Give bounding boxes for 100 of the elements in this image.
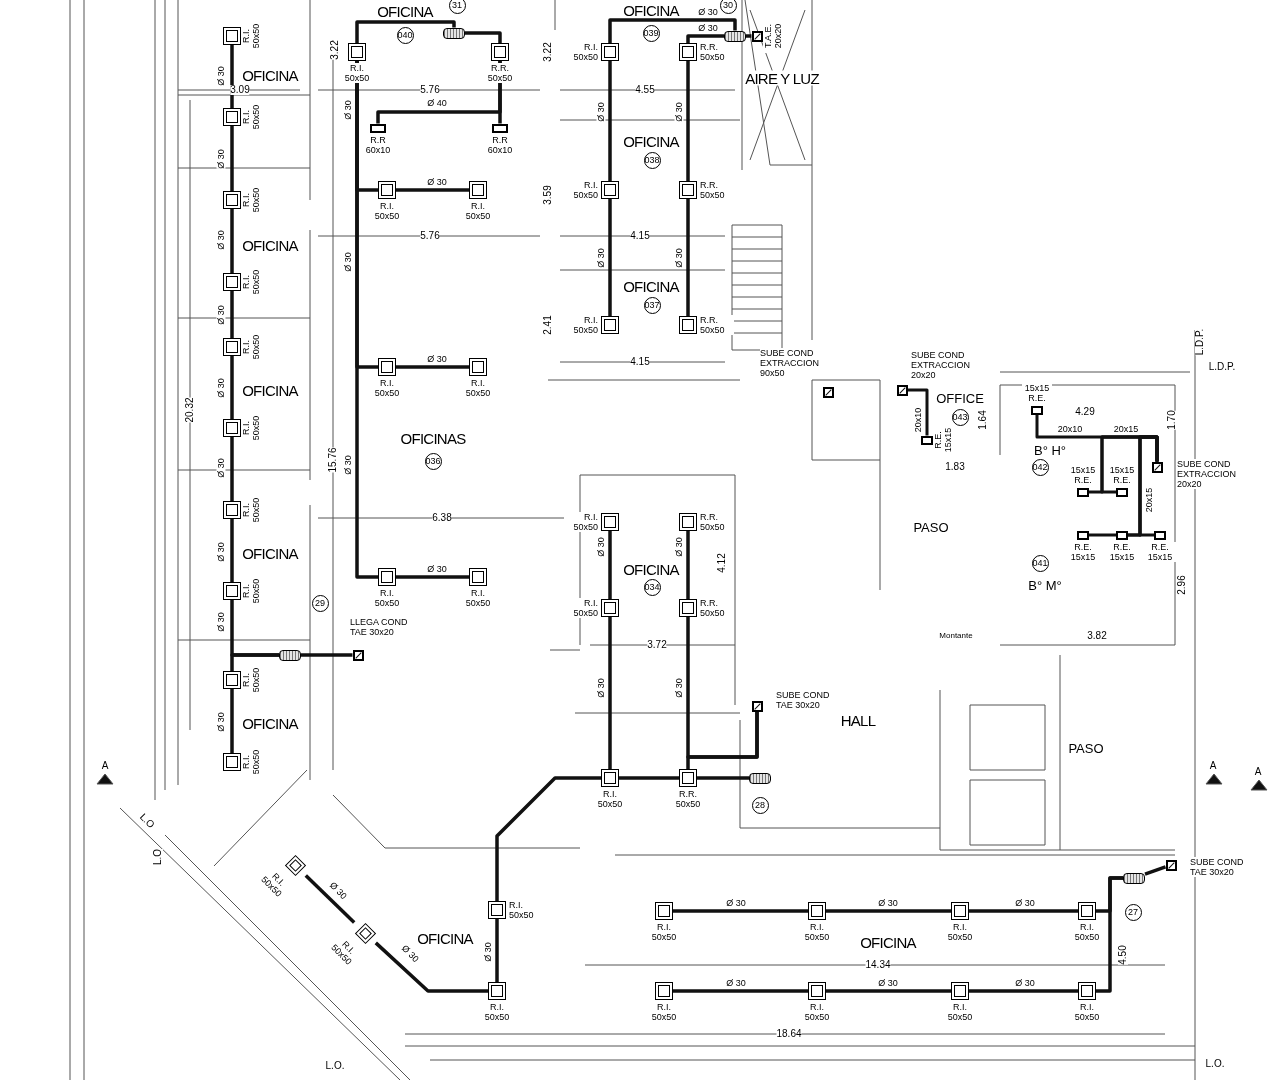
duct-line bbox=[608, 531, 612, 599]
air-grille bbox=[655, 902, 673, 920]
edge-label: Ø 30 bbox=[216, 149, 226, 169]
edge-label: Ø 30 bbox=[216, 458, 226, 478]
duct-riser-box bbox=[1165, 859, 1177, 871]
duct-line bbox=[686, 199, 690, 316]
duct-riser-box bbox=[896, 384, 908, 396]
air-grille bbox=[223, 27, 241, 45]
room-name: PASO bbox=[913, 520, 949, 534]
edge-label: 20x10 bbox=[1057, 424, 1083, 434]
exhaust-grille bbox=[1031, 405, 1043, 415]
air-grille bbox=[679, 181, 697, 199]
duct-line bbox=[686, 61, 690, 181]
duct-riser-box bbox=[822, 386, 834, 398]
fan-coil-unit bbox=[1123, 872, 1145, 884]
duct-line bbox=[969, 989, 1078, 993]
edge-label: Ø 30 bbox=[399, 943, 421, 965]
duct-line bbox=[619, 776, 679, 780]
dimension-label: L.O. bbox=[325, 1061, 345, 1071]
duct-line bbox=[686, 531, 690, 599]
edge-label: Ø 30 bbox=[216, 66, 226, 86]
edge-label: 20x15 bbox=[1113, 424, 1139, 434]
duct-line bbox=[230, 126, 234, 191]
duct-line bbox=[230, 437, 234, 501]
dimension-label: 1.83 bbox=[945, 462, 965, 472]
air-grille bbox=[348, 43, 366, 61]
dimension-label: 4.15 bbox=[630, 231, 650, 241]
edge-label: Ø 30 bbox=[878, 978, 898, 988]
duct-line bbox=[396, 188, 469, 192]
dimension-label: 3.22 bbox=[543, 42, 553, 62]
dimension-label: 4.29 bbox=[1075, 407, 1095, 417]
duct-line bbox=[608, 199, 612, 316]
edge-label: Ø 30 bbox=[698, 23, 718, 33]
dimension-label: 5.76 bbox=[420, 85, 440, 95]
duct-line bbox=[495, 919, 499, 982]
duct-line bbox=[396, 365, 469, 369]
plan-label: Montante bbox=[939, 632, 973, 640]
dimension-label: L.D.P. bbox=[1208, 362, 1236, 372]
duct-line bbox=[673, 909, 808, 913]
dimension-label: 3.09 bbox=[230, 85, 250, 95]
dimension-label: A bbox=[1254, 767, 1262, 777]
dimension-label: 14.34 bbox=[865, 960, 891, 970]
dimension-label: 2.41 bbox=[543, 315, 553, 335]
room-name: B° M° bbox=[1028, 578, 1062, 592]
air-grille bbox=[491, 43, 509, 61]
room-number: 28 bbox=[755, 800, 765, 810]
edge-label: Ø 30 bbox=[1015, 898, 1035, 908]
fan-coil-unit bbox=[749, 772, 771, 784]
duct-line bbox=[608, 18, 737, 43]
edge-label: Ø 30 bbox=[1015, 978, 1035, 988]
duct-riser-box bbox=[352, 649, 364, 661]
room-number: 31 bbox=[452, 0, 462, 10]
air-grille bbox=[679, 513, 697, 531]
air-grille bbox=[601, 599, 619, 617]
dimension-label: 4.15 bbox=[630, 357, 650, 367]
edge-label: Ø 30 bbox=[427, 177, 447, 187]
edge-label: Ø 30 bbox=[327, 880, 349, 902]
duct-line bbox=[230, 519, 234, 582]
air-grille bbox=[469, 358, 487, 376]
edge-label: Ø 30 bbox=[343, 252, 353, 272]
air-grille bbox=[951, 982, 969, 1000]
air-grille bbox=[808, 902, 826, 920]
dimension-label: 1.70 bbox=[1167, 410, 1177, 430]
duct-line bbox=[374, 941, 488, 993]
duct-riser-box bbox=[1151, 461, 1163, 473]
edge-label: Ø 30 bbox=[216, 305, 226, 325]
room-number: 034 bbox=[644, 582, 660, 592]
air-grille bbox=[1078, 982, 1096, 1000]
duct-line bbox=[1138, 435, 1159, 537]
duct-line bbox=[608, 617, 612, 769]
duct-line bbox=[304, 874, 356, 924]
duct-line bbox=[355, 61, 378, 579]
room-number: 041 bbox=[1032, 558, 1048, 568]
grille-label: R.I. 50x50 bbox=[564, 512, 598, 532]
duct-line bbox=[1144, 865, 1167, 876]
room-number: 037 bbox=[644, 300, 660, 310]
room-name: OFFICE bbox=[936, 391, 984, 405]
room-number: 042 bbox=[1032, 462, 1048, 472]
duct-line bbox=[826, 989, 951, 993]
air-grille bbox=[223, 582, 241, 600]
dimension-label: 20.32 bbox=[185, 397, 195, 423]
grille-label: 15x15 R.E. bbox=[1107, 464, 1137, 485]
dimension-label: 5.76 bbox=[420, 231, 440, 241]
air-grille bbox=[601, 769, 619, 787]
edge-label: 20x10 bbox=[913, 407, 923, 433]
room-name: AIRE Y LUZ bbox=[745, 70, 819, 86]
dimension-label: L.O. bbox=[1205, 1059, 1225, 1069]
air-grille bbox=[655, 982, 673, 1000]
air-grille bbox=[601, 181, 619, 199]
dimension-label: A bbox=[101, 761, 109, 771]
room-name: B° H° bbox=[1033, 443, 1067, 457]
dimension-label: L.D.P. bbox=[1195, 328, 1205, 356]
duct-line bbox=[746, 34, 752, 38]
air-grille bbox=[469, 181, 487, 199]
edge-label: Ø 40 bbox=[427, 98, 447, 108]
air-grille bbox=[223, 501, 241, 519]
air-grille bbox=[488, 982, 506, 1000]
dimension-label: 3.72 bbox=[647, 640, 667, 650]
edge-label: Ø 30 bbox=[698, 7, 718, 17]
duct-line bbox=[301, 653, 353, 657]
